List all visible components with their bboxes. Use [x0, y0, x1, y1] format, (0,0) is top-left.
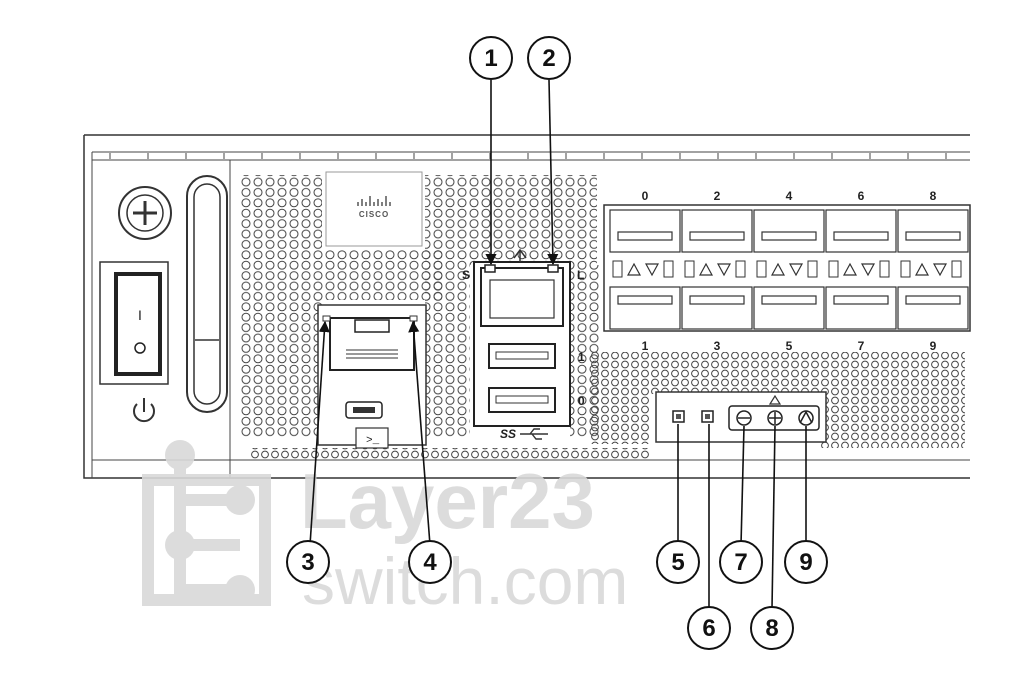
callout-number: 8 [765, 615, 778, 642]
sfp-port-1[interactable] [609, 286, 681, 330]
chassis-handle [186, 175, 228, 413]
usb-label-1: 1 [578, 350, 585, 364]
watermark: Layer23 switch.com [142, 440, 628, 618]
watermark-line1: Layer23 [300, 457, 595, 545]
status-led-panel [655, 391, 827, 443]
sfp-port-0[interactable] [609, 209, 681, 253]
port-label-9: 9 [930, 339, 937, 353]
usb-port-1[interactable] [488, 343, 556, 369]
port-label-7: 7 [858, 339, 865, 353]
port-label-1: 1 [642, 339, 649, 353]
cisco-logo: CISCO [325, 171, 423, 247]
console-terminal-icon [355, 427, 389, 449]
callouts: 1 2 3 4 5 6 7 8 9 [286, 36, 828, 650]
callout-6: 6 [687, 606, 731, 650]
callout-number: 4 [423, 549, 437, 576]
rail-ticks [109, 153, 947, 159]
console-port-module: >_ [317, 304, 427, 449]
callout-8: 8 [750, 606, 794, 650]
power-switch-housing [99, 261, 169, 385]
sfp-port-4[interactable] [753, 209, 825, 253]
network-icon [513, 248, 527, 262]
sfp-port-3[interactable] [681, 286, 753, 330]
status-led-7 [736, 410, 752, 426]
callout-number: 6 [702, 615, 715, 642]
port-label-8: 8 [930, 189, 937, 203]
sfp-led-pair-3 [828, 260, 890, 278]
sfp-port-8[interactable] [897, 209, 969, 253]
sfp-led-pair-2 [756, 260, 818, 278]
callout-number: 7 [734, 549, 747, 576]
console-led-left [322, 315, 331, 322]
callout-4: 4 [408, 540, 452, 584]
callout-number: 5 [671, 549, 684, 576]
mgmt-link-led [547, 264, 559, 273]
power-icon [133, 398, 155, 423]
logo-text: CISCO [359, 210, 389, 219]
sfp-port-6[interactable] [825, 209, 897, 253]
sfp-port-5[interactable] [753, 286, 825, 330]
callout-5: 5 [656, 540, 700, 584]
callout-number: 1 [484, 45, 497, 72]
callout-2: 2 [527, 36, 571, 80]
sfp-port-2[interactable] [681, 209, 753, 253]
status-led-8 [767, 410, 783, 426]
callout-number: 2 [542, 45, 555, 72]
sfp-led-pair-4 [900, 260, 962, 278]
callout-number: 9 [799, 549, 812, 576]
port-label-6: 6 [858, 189, 865, 203]
power-off-mark [134, 342, 146, 354]
sfp-led-pair-0 [612, 260, 674, 278]
port-label-0: 0 [642, 189, 649, 203]
mgmt-usb-module: S L 1 0 SS [462, 248, 585, 441]
vent-grille [240, 175, 965, 460]
sfp-port-9[interactable] [897, 286, 969, 330]
callout-7: 7 [719, 540, 763, 584]
callout-1: 1 [469, 36, 513, 80]
port-label-4: 4 [786, 189, 793, 203]
warning-icon [768, 394, 782, 405]
usb-label-0: 0 [578, 394, 585, 408]
status-led-9 [798, 410, 814, 426]
usb-icon [520, 428, 548, 440]
power-switch[interactable] [114, 272, 162, 376]
svg-text:>_: >_ [366, 435, 380, 447]
watermark-line2: switch.com [302, 544, 628, 618]
callout-9: 9 [784, 540, 828, 584]
usb-port-0[interactable] [488, 387, 556, 413]
port-label-5: 5 [786, 339, 793, 353]
console-led-right [409, 315, 418, 322]
power-on-mark: I [138, 307, 142, 323]
sfp-port-7[interactable] [825, 286, 897, 330]
mgmt-rj45-port[interactable] [480, 267, 564, 327]
sfp-port-block: 0 2 4 6 8 1 3 5 7 9 [603, 189, 971, 353]
usb-ss-logo: SS [500, 427, 516, 441]
ground-screw-icon [118, 186, 172, 240]
watermark-logo-icon [142, 455, 271, 606]
sfp-led-pair-1 [684, 260, 746, 278]
power-section: I [99, 175, 228, 423]
port-label-2: 2 [714, 189, 721, 203]
mgmt-led-label-l: L [577, 268, 584, 282]
mgmt-led-label-s: S [462, 268, 470, 282]
mgmt-speed-led [484, 264, 496, 273]
port-label-3: 3 [714, 339, 721, 353]
callout-3: 3 [286, 540, 330, 584]
callout-leaders [309, 79, 807, 609]
callout-number: 3 [301, 549, 314, 576]
